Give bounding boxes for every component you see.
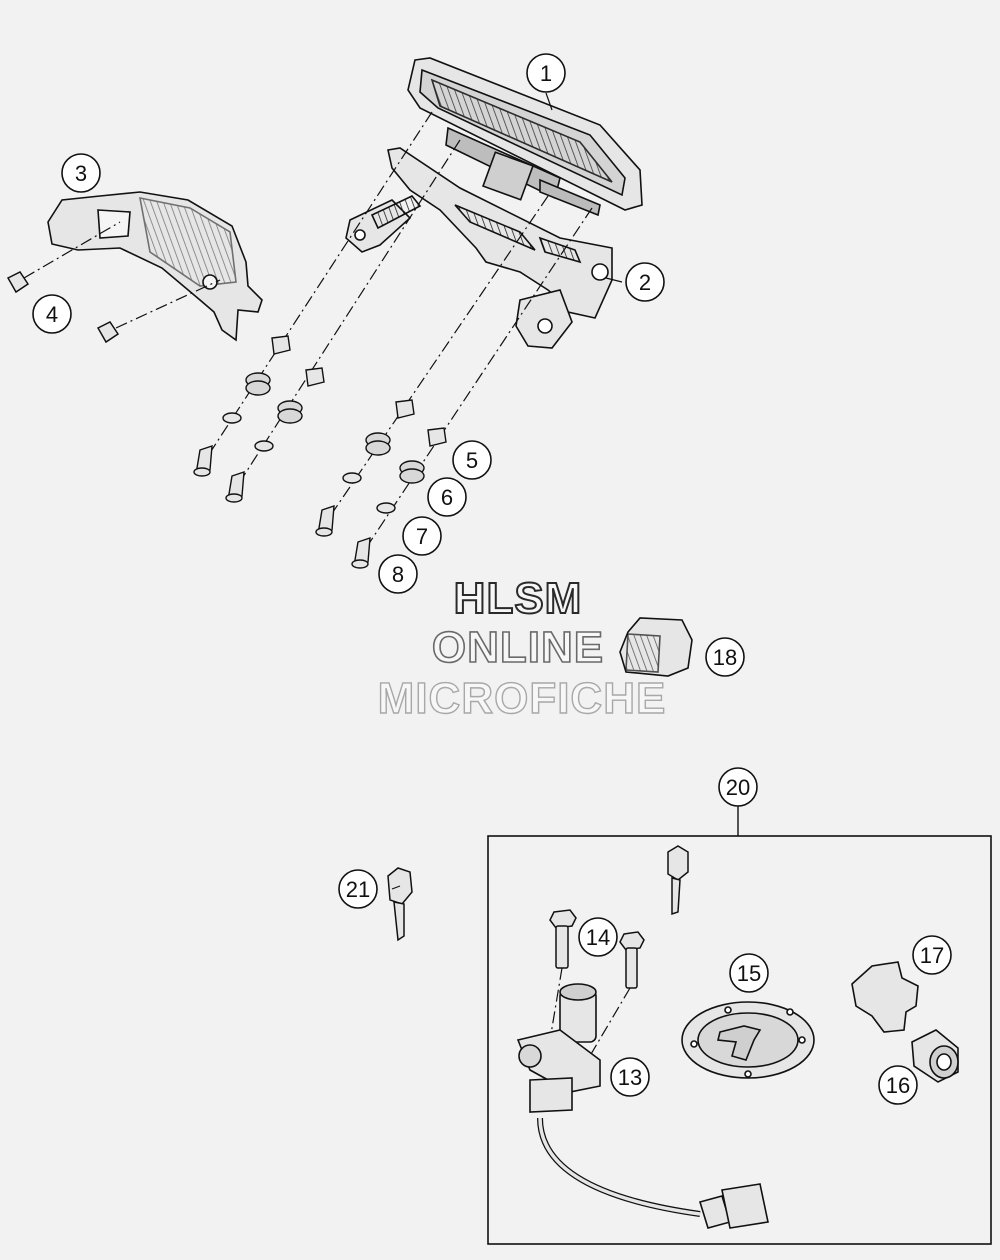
watermark-line-1: HLSM [453,573,583,624]
callout-14: 14 [578,917,618,957]
screws-4 [6,271,120,344]
screw-leaders [23,221,221,329]
cluster-bracket [345,147,613,349]
callout-16: 16 [878,1065,918,1105]
callout-6-label: 6 [441,485,453,510]
callout-18-label: 18 [713,645,737,670]
fuel-cap-15 [681,1001,815,1079]
lock-cover-17 [851,961,919,1033]
callout-3: 3 [61,153,101,193]
handlebar-cover [47,191,263,342]
callout-15-label: 15 [737,961,761,986]
callout-20: 20 [718,767,758,807]
callout-2-label: 2 [639,270,651,295]
callout-4-label: 4 [46,302,58,327]
callout-20-label: 20 [726,775,750,800]
callout-3-label: 3 [75,161,87,186]
spare-key-21 [387,867,413,942]
callout-8: 8 [378,554,418,594]
callout-1-label: 1 [540,61,552,86]
callout-5: 5 [452,440,492,480]
bolts-8 [193,445,371,569]
callout-5-label: 5 [466,448,478,473]
instrument-cluster [407,57,643,217]
callout-8-label: 8 [392,562,404,587]
callout-leaders [391,92,623,890]
callout-13-label: 13 [618,1065,642,1090]
mounting-leaders [199,111,593,561]
callout-1: 1 [526,53,566,93]
callout-17: 17 [912,935,952,975]
callout-4: 4 [32,294,72,334]
lock-set-box [487,804,992,1245]
watermark-line-3: MICROFICHE [377,673,667,723]
grommets-5 [271,335,447,447]
lock-bolts-14 [549,909,645,989]
callout-17-label: 17 [920,943,944,968]
connector-18 [619,617,693,677]
ignition-lock-13 [516,983,769,1229]
callout-18: 18 [705,637,745,677]
callout-16-label: 16 [886,1073,910,1098]
callouts: 1 2 3 4 5 6 7 8 13 14 15 16 17 18 20 21 [32,53,952,1105]
callout-13: 13 [610,1057,650,1097]
callout-2: 2 [625,262,665,302]
callout-7: 7 [402,516,442,556]
callout-21: 21 [338,869,378,909]
callout-14-label: 14 [586,925,610,950]
callout-21-label: 21 [346,877,370,902]
washers-7 [222,412,396,514]
watermark-line-2: ONLINE [431,622,605,673]
callout-15: 15 [729,953,769,993]
callout-6: 6 [427,477,467,517]
callout-7-label: 7 [416,524,428,549]
seat-lock-16 [911,1029,959,1083]
rubber-dampers-6 [245,372,425,484]
ignition-key [667,845,689,916]
